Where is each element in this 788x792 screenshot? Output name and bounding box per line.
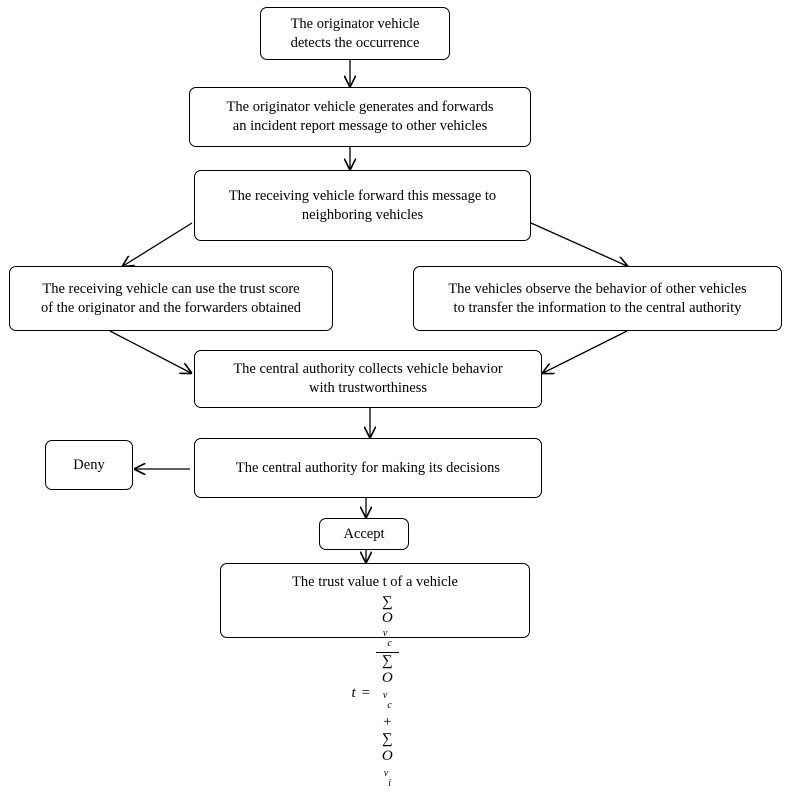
node-forward-message: The receiving vehicle forward this messa… <box>194 170 531 241</box>
node-generate-line-1: The originator vehicle generates and for… <box>226 99 494 115</box>
node-detect-line-2: detects the occurrence <box>290 34 420 51</box>
formula-sum-symbol: ∑ <box>381 653 393 669</box>
trust-value-title: The trust value t of a vehicle <box>292 574 458 590</box>
formula-lhs: t <box>351 684 356 701</box>
flowchart: The originator vehicle detects the occur… <box>9 7 788 789</box>
formula-sub-c: c <box>387 700 392 711</box>
formula-sub-c: c <box>387 638 392 649</box>
node-generate-report: The originator vehicle generates and for… <box>189 87 531 147</box>
node-deny: Deny <box>45 440 133 490</box>
formula-equals: = <box>361 684 371 701</box>
node-deny-label: Deny <box>73 456 105 473</box>
node-trust-score-line-1: The receiving vehicle can use the trust … <box>42 280 300 297</box>
formula-O: O <box>381 748 393 764</box>
node-observe-behavior: The vehicles observe the behavior of oth… <box>413 266 782 331</box>
node-forward-line-2: neighboring vehicles <box>301 206 424 223</box>
arrow-forward-to-observe <box>530 222 627 266</box>
formula-plus: + <box>383 714 392 730</box>
node-observe-line-2: to transfer the information to the centr… <box>453 299 742 316</box>
node-detect-occurrence: The originator vehicle detects the occur… <box>260 7 450 60</box>
node-observe-line-1: The vehicles observe the behavior of oth… <box>448 280 747 297</box>
node-make-decision: The central authority for making its dec… <box>194 438 542 498</box>
arrow-trust_score-to-collect <box>109 330 191 373</box>
arrow-forward-to-trust_score <box>123 222 193 266</box>
connectors <box>109 60 788 645</box>
arrow-observe-to-collect <box>543 330 628 373</box>
node-accept-label: Accept <box>343 525 385 542</box>
formula-sub-i: i <box>388 778 391 789</box>
node-trust-score-line-2: of the originator and the forwarders obt… <box>40 299 302 316</box>
node-forward-line-1: The receiving vehicle forward this messa… <box>228 187 497 204</box>
node-collect-line-2: with trustworthiness <box>308 380 427 396</box>
formula-sum-symbol: ∑ <box>381 594 393 610</box>
formula-sum-symbol: ∑ <box>381 731 393 747</box>
formula-O: O <box>381 610 393 626</box>
formula-O: O <box>381 670 393 686</box>
formula-sup: v <box>382 628 388 639</box>
node-use-trust-score: The receiving vehicle can use the trust … <box>9 266 333 331</box>
node-detect-line-1: The originator vehicle <box>290 15 420 32</box>
node-accept: Accept <box>319 518 409 550</box>
node-generate-line-2: an incident report message to other vehi… <box>232 118 488 134</box>
node-decide-label: The central authority for making its dec… <box>235 459 501 476</box>
node-collect-line-1: The central authority collects vehicle b… <box>233 361 503 377</box>
node-collect-behavior: The central authority collects vehicle b… <box>194 350 542 408</box>
